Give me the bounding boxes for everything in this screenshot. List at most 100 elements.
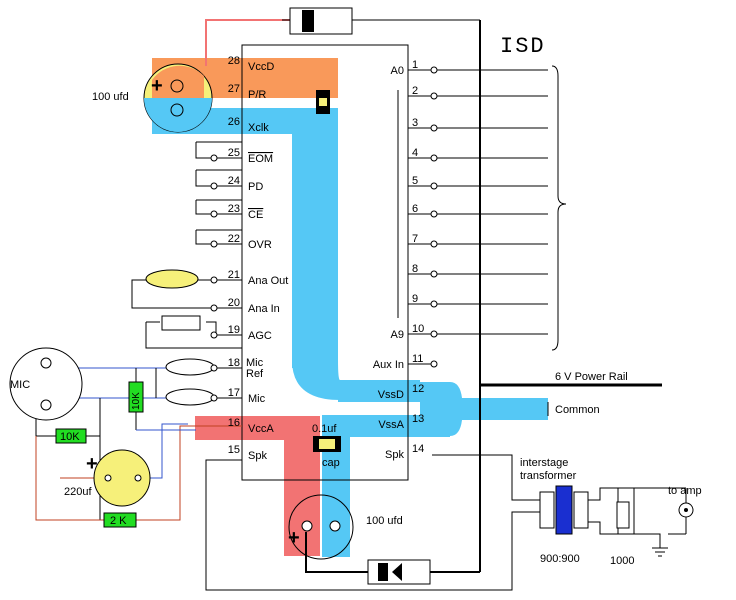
left-pin-label: VccD [248,61,274,73]
agc-resistor [161,315,201,331]
right-pin-terminal [430,154,438,162]
right-pin-number: 5 [412,175,418,187]
vccd-pink-wire [205,19,290,66]
left-pin-number: 16 [228,417,240,429]
right-pin-terminal [430,240,438,248]
common-label: Common [555,404,600,416]
left-pin-number: 15 [228,444,240,456]
cap-220uf-neg [134,474,142,482]
transformer-label-2: transformer [520,470,577,482]
cap-01uf-label-2: cap [322,457,340,469]
left-pin-number: 21 [228,269,240,281]
plus-upper-cap: + [151,75,163,97]
plus-lower-cap: + [288,527,300,549]
resistor-10k-vertical [128,381,144,413]
cap-220uf-label: 220uf [64,486,92,498]
left-pin-number: 17 [228,387,240,399]
right-pin-number: 11 [412,353,423,365]
left-pin-terminal [210,210,218,218]
right-pin-label: VssA [378,419,404,431]
right-pin-terminal [430,92,438,100]
ana-out-capacitor [145,269,199,289]
cap-lower-pos [301,520,313,532]
right-pin-number: 1 [412,59,418,71]
right-pin-terminal [430,360,438,368]
left-pin-label: EOM [248,153,273,165]
left-pin-number: 27 [228,83,240,95]
left-pin-number: 18 [228,357,240,369]
mic-coupling-cap-2 [165,388,215,406]
right-pin-number: 8 [412,263,418,275]
left-pin-label: CE [248,209,263,221]
right-pin-number: 10 [412,323,424,335]
resistor-10k-h-label: 10K [60,431,80,443]
mic-body [9,347,83,421]
right-pin-number: 4 [412,147,418,159]
resistor-2k-label: 2 K [110,515,127,527]
right-pin-number: 7 [412,233,418,245]
right-pin-terminal [430,270,438,278]
left-pin-label: P/R [248,89,266,101]
left-pin-number: 28 [228,55,240,67]
mic-coupling-cap-1 [165,358,215,376]
right-pin-label: Aux In [373,359,404,371]
left-pin-number: 23 [228,203,240,215]
left-pin-number: 22 [228,233,240,245]
cap-upper-label: 100 ufd [92,91,129,103]
isd-chip-outline [241,44,409,481]
bottom-diode [367,559,431,585]
right-pin-terminal [430,124,438,132]
left-pin-number: 25 [228,147,240,159]
right-pin-terminal [430,182,438,190]
left-pin-label: Ana In [248,303,280,315]
right-pin-number: 6 [412,203,418,215]
mic-terminal-bottom [40,399,52,411]
right-pin-label: A0 [391,65,404,77]
left-pin-label: Xclk [248,122,269,134]
cap-lower-label: 100 ufd [366,515,403,527]
right-pin-label: VssD [378,389,404,401]
cap-220uf-body [93,449,151,507]
cap-01uf-label: 0.1uf [312,423,337,435]
resistor-10k-v-label: 10K [131,392,142,410]
cap-upper-terminal-bottom [170,103,184,117]
right-pin-terminal [430,210,438,218]
right-pin-number: 12 [412,383,424,395]
load-resistor-label: 1000 [610,555,634,567]
right-pin-terminal [430,330,438,338]
chip-title: ISD [500,34,546,59]
left-pin-terminal [210,364,218,372]
left-pin-terminal [210,394,218,402]
cap-lower-body [288,494,354,560]
right-pin-label: A9 [391,329,404,341]
left-pin-number: 19 [228,324,240,336]
to-amp-label: to amp [668,485,702,497]
right-pin-terminal [430,300,438,308]
left-pin-label: Mic [248,393,266,405]
mic-terminal-top [40,357,52,369]
left-pin-number: 20 [228,297,240,309]
right-pin-number: 3 [412,117,418,129]
left-pin-terminal [210,304,218,312]
left-pin-terminal [210,182,218,190]
left-pin-number: 24 [228,175,240,187]
cap-lower-neg [329,520,341,532]
left-pin-label: VccA [248,423,274,435]
plus-220uf: + [86,453,98,475]
left-pin-label: Mic [246,357,264,369]
right-pin-number: 9 [412,293,418,305]
right-pin-label: Spk [385,449,404,461]
right-pin-number: 2 [412,85,418,97]
common-junction [420,382,548,436]
left-pin-label: Spk [248,450,267,462]
spk-right-wire [432,454,540,501]
right-pin-terminal [430,66,438,74]
left-pin-number: 26 [228,116,240,128]
cap-220uf-pos [104,474,112,482]
right-pin-number: 14 [412,443,424,455]
left-pin-terminal [210,240,218,248]
left-pin-terminal [210,331,218,339]
